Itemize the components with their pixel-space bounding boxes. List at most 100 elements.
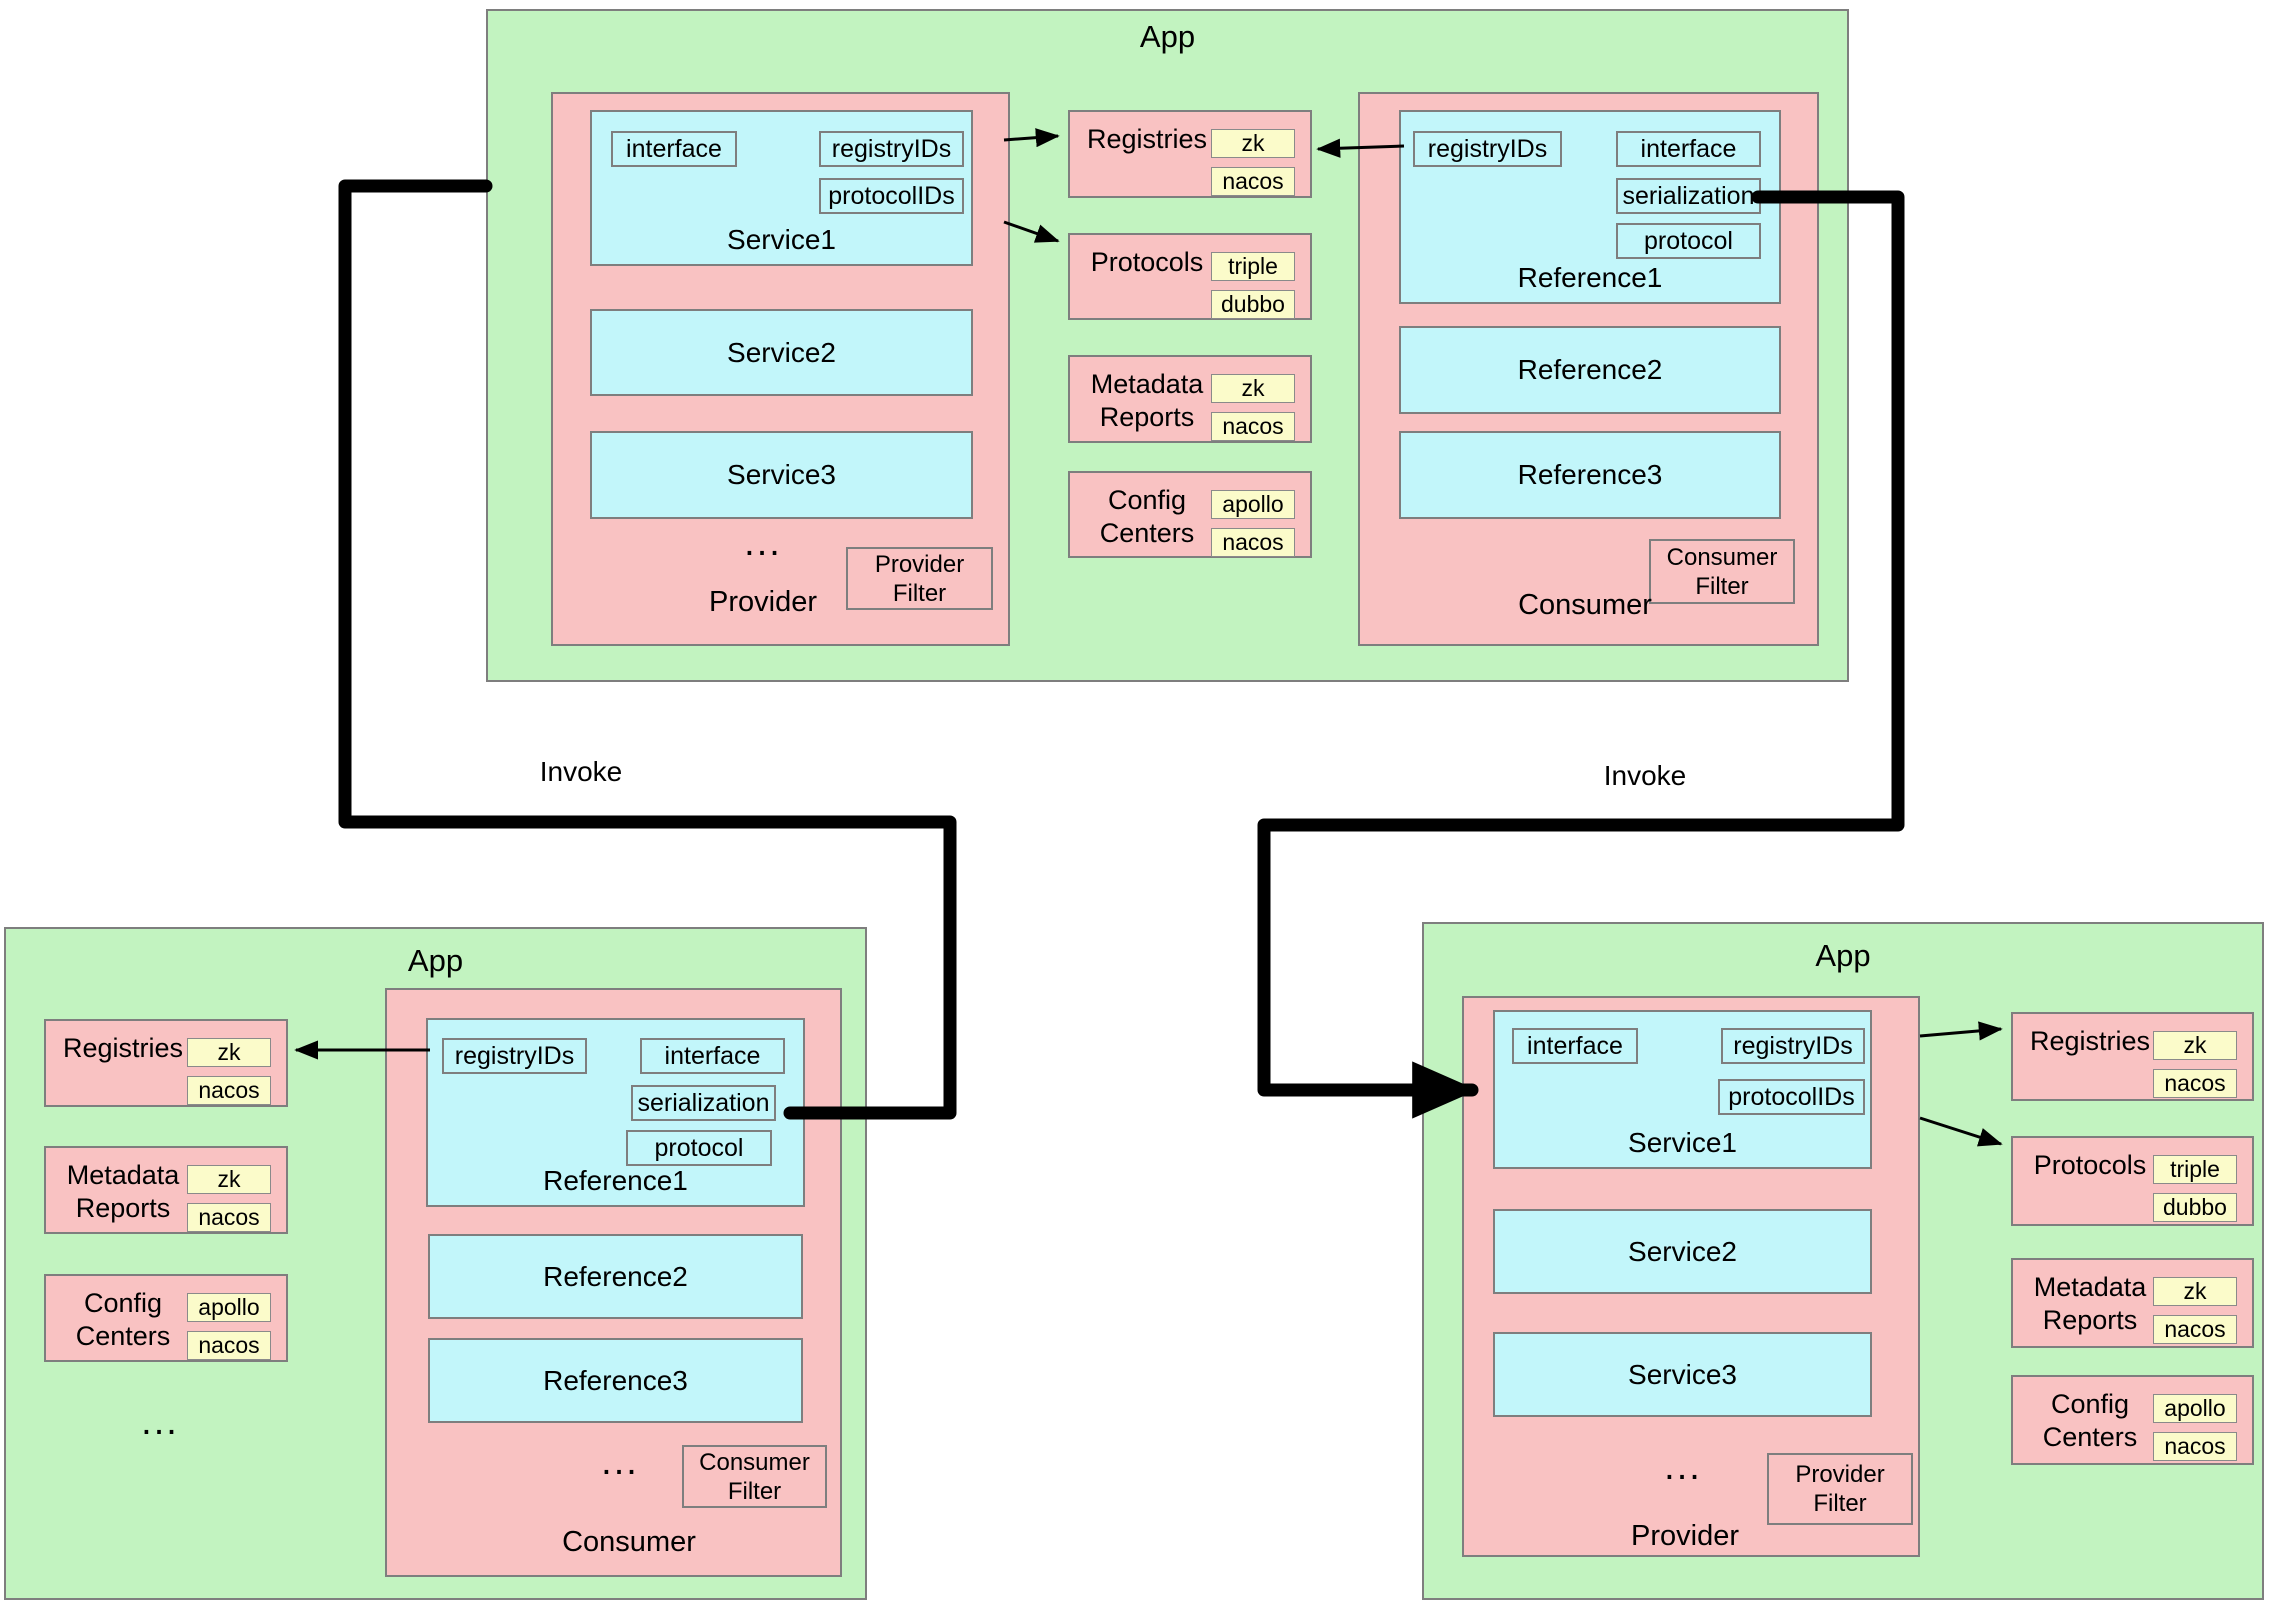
consumer-label: Consumer <box>562 1526 696 1558</box>
registry-chip: nacos <box>187 1076 271 1105</box>
config-centers-card: Config Centers apollo nacos <box>1068 471 1312 558</box>
registry-ids-field: registryIDs <box>1721 1028 1865 1064</box>
config-centers-card: Config Centers apollo nacos <box>2011 1375 2254 1465</box>
protocol-ids-field: protocolIDs <box>1718 1079 1865 1115</box>
reference2-box: Reference2 <box>428 1234 803 1319</box>
registries-label: Registries <box>62 1033 184 1063</box>
interface-field: interface <box>611 131 737 167</box>
config-chip: nacos <box>2153 1432 2237 1461</box>
metadata-chip: nacos <box>2153 1315 2237 1344</box>
metadata-reports-label: Metadata Reports <box>2033 1272 2147 1335</box>
service1-box: interface registryIDs protocolIDs Servic… <box>590 110 973 266</box>
service3-label: Service3 <box>1628 1358 1737 1390</box>
app-box-top: App interface registryIDs protocolIDs Se… <box>486 9 1849 682</box>
reference1-label: Reference1 <box>1517 262 1663 293</box>
consumer-filter-box: Consumer Filter <box>682 1445 827 1508</box>
protocol-chip: triple <box>1211 252 1295 281</box>
service3-box: Service3 <box>1493 1332 1872 1417</box>
protocols-card: Protocols triple dubbo <box>1068 233 1312 320</box>
registries-card: Registries zk nacos <box>44 1019 288 1107</box>
reference3-box: Reference3 <box>1399 431 1781 519</box>
consumer-panel: registryIDs interface serialization prot… <box>1358 92 1819 646</box>
protocols-label: Protocols <box>1090 247 1204 277</box>
consumer-ellipsis: ... <box>601 1441 639 1483</box>
registry-ids-field: registryIDs <box>819 131 964 167</box>
metadata-chip: zk <box>187 1165 271 1194</box>
service1-box: interface registryIDs protocolIDs Servic… <box>1493 1010 1872 1169</box>
protocol-chip: dubbo <box>1211 290 1295 319</box>
invoke-label-left: Invoke <box>539 756 623 787</box>
metadata-reports-card: Metadata Reports zk nacos <box>44 1146 288 1234</box>
app-title: App <box>1815 938 1871 973</box>
config-chip: apollo <box>2153 1394 2237 1423</box>
protocol-chip: triple <box>2153 1155 2237 1184</box>
provider-ellipsis: ... <box>744 522 782 564</box>
service1-label: Service1 <box>1628 1127 1737 1158</box>
reference3-label: Reference3 <box>543 1364 688 1396</box>
app-box-bottom-right: App interface registryIDs protocolIDs Se… <box>1422 922 2264 1600</box>
config-centers-label: Config Centers <box>1099 485 1195 548</box>
app-title: App <box>407 943 464 978</box>
reference2-label: Reference2 <box>1517 354 1663 385</box>
protocol-field: protocol <box>1616 223 1761 259</box>
metadata-chip: nacos <box>1211 412 1295 441</box>
config-chip: apollo <box>187 1293 271 1322</box>
service3-box: Service3 <box>590 431 973 519</box>
interface-field: interface <box>1512 1028 1638 1064</box>
provider-panel: interface registryIDs protocolIDs Servic… <box>1462 996 1920 1557</box>
provider-panel: interface registryIDs protocolIDs Servic… <box>551 92 1010 646</box>
config-chip: apollo <box>1211 490 1295 519</box>
provider-label: Provider <box>709 586 817 618</box>
interface-field: interface <box>640 1038 785 1074</box>
app-ellipsis: ... <box>141 1401 179 1443</box>
service2-box: Service2 <box>1493 1209 1872 1294</box>
registries-label: Registries <box>2029 1026 2151 1056</box>
reference2-box: Reference2 <box>1399 326 1781 414</box>
registries-card: Registries zk nacos <box>1068 110 1312 198</box>
consumer-label: Consumer <box>1518 589 1652 621</box>
reference1-box: registryIDs interface serialization prot… <box>426 1018 805 1207</box>
protocol-chip: dubbo <box>2153 1193 2237 1222</box>
config-chip: nacos <box>187 1331 271 1360</box>
registry-ids-field: registryIDs <box>442 1038 587 1074</box>
serialization-field: serialization <box>1616 178 1761 214</box>
protocols-label: Protocols <box>2033 1150 2147 1180</box>
interface-field: interface <box>1616 131 1761 167</box>
metadata-reports-label: Metadata Reports <box>66 1160 180 1223</box>
metadata-chip: zk <box>1211 374 1295 403</box>
provider-label: Provider <box>1631 1520 1739 1552</box>
service2-label: Service2 <box>727 336 836 368</box>
service1-label: Service1 <box>727 224 836 255</box>
config-centers-label: Config Centers <box>2042 1389 2138 1452</box>
registry-chip: zk <box>1211 129 1295 158</box>
reference2-label: Reference2 <box>543 1260 688 1292</box>
reference3-box: Reference3 <box>428 1338 803 1423</box>
provider-filter-box: Provider Filter <box>1767 1453 1913 1525</box>
service3-label: Service3 <box>727 459 836 490</box>
metadata-reports-card: Metadata Reports zk nacos <box>1068 355 1312 443</box>
service2-label: Service2 <box>1628 1235 1737 1267</box>
app-title: App <box>1139 19 1196 54</box>
registries-label: Registries <box>1086 124 1208 154</box>
registry-chip: nacos <box>2153 1069 2237 1098</box>
reference1-box: registryIDs interface serialization prot… <box>1399 110 1781 304</box>
reference1-label: Reference1 <box>543 1165 688 1196</box>
serialization-field: serialization <box>631 1085 776 1121</box>
registry-chip: zk <box>187 1038 271 1067</box>
registry-chip: nacos <box>1211 167 1295 196</box>
registry-chip: zk <box>2153 1031 2237 1060</box>
metadata-reports-label: Metadata Reports <box>1090 369 1204 432</box>
registries-card: Registries zk nacos <box>2011 1012 2254 1101</box>
metadata-reports-card: Metadata Reports zk nacos <box>2011 1258 2254 1348</box>
metadata-chip: zk <box>2153 1277 2237 1306</box>
metadata-chip: nacos <box>187 1203 271 1232</box>
reference3-label: Reference3 <box>1517 459 1663 490</box>
invoke-label-right: Invoke <box>1603 760 1687 791</box>
protocol-ids-field: protocolIDs <box>819 178 964 214</box>
config-centers-card: Config Centers apollo nacos <box>44 1274 288 1362</box>
protocol-field: protocol <box>626 1130 772 1166</box>
provider-ellipsis: ... <box>1664 1446 1702 1488</box>
config-centers-label: Config Centers <box>75 1288 171 1351</box>
service2-box: Service2 <box>590 309 973 396</box>
